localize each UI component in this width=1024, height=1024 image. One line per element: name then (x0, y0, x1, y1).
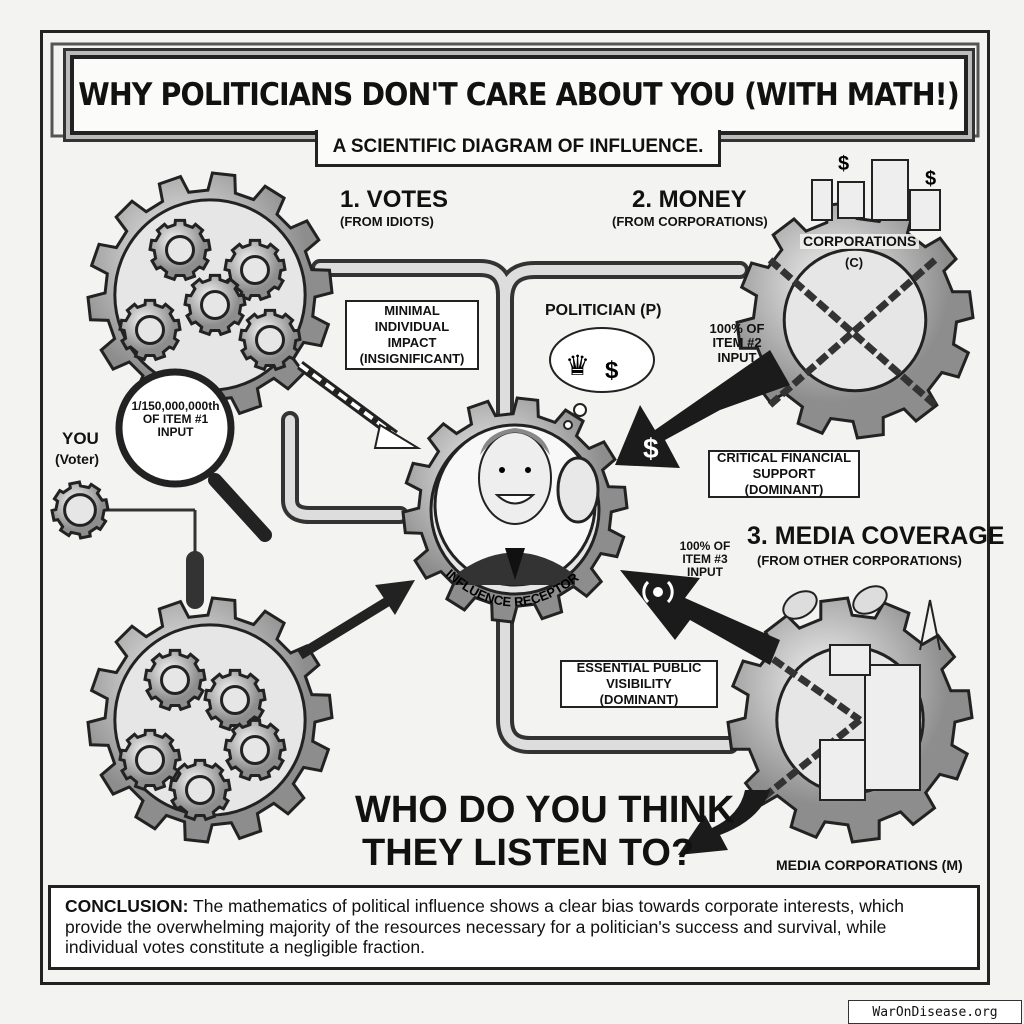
media-source: (FROM OTHER CORPORATIONS) (757, 553, 962, 568)
money-source: (FROM CORPORATIONS) (612, 214, 768, 229)
item1-input: 1/150,000,000th OF ITEM #1 INPUT (131, 399, 220, 440)
conclusion-text: The mathematics of political influence s… (65, 896, 905, 958)
arrow-votes-to-politician (297, 580, 415, 660)
dollar-icon: $ (643, 433, 659, 464)
arrow-money-to-politician: $ (615, 350, 790, 468)
votes-source: (FROM IDIOTS) (340, 214, 434, 229)
small-cog-hub-icon (240, 735, 270, 765)
politician-label: POLITICIAN (P) (545, 302, 662, 319)
dollar-icon: $ (925, 168, 936, 190)
item3-input: 100% OF ITEM #3 INPUT (679, 539, 731, 580)
small-cog-hub-icon (255, 325, 285, 355)
small-cog-hub-icon (220, 685, 250, 715)
satellite-dish-icon (782, 585, 941, 651)
pipe-highlights (285, 263, 745, 750)
small-cog-hub-icon (240, 255, 270, 285)
broadcast-icon (653, 587, 663, 597)
subtitle: A SCIENTIFIC DIAGRAM OF INFLUENCE. (315, 130, 721, 167)
minimal-impact-callout: MINIMAL INDIVIDUAL IMPACT (INSIGNIFICANT… (345, 300, 479, 370)
big-ear-icon (556, 456, 600, 524)
question-line1: WHO DO YOU THINK (355, 789, 735, 831)
media-heading: 3. MEDIA COVERAGE (747, 522, 1005, 550)
page-frame (40, 30, 990, 985)
money-bag-icon: $ (605, 357, 619, 384)
essential-visibility-callout: ESSENTIAL PUBLIC VISIBILITY (DOMINANT) (560, 660, 718, 708)
small-cog-hub-icon (135, 315, 165, 345)
votes-heading: 1. VOTES (340, 186, 449, 213)
corporations-label: CORPORATIONS (800, 233, 920, 250)
small-cog-hub-icon (135, 745, 165, 775)
dollar-icon: $ (838, 153, 849, 175)
small-cog-hub-icon (200, 290, 230, 320)
chains-icon (757, 257, 938, 803)
title-banner: WHY POLITICIANS DON'T CARE ABOUT YOU (WI… (70, 55, 968, 135)
voter-label: (Voter) (55, 451, 100, 467)
small-cog-hub-icon (160, 665, 190, 695)
conclusion-heading: CONCLUSION: (65, 896, 189, 916)
watermark: WarOnDisease.org (848, 1000, 1022, 1024)
thought-bubble: ♛ $ (549, 327, 655, 430)
politician-portrait (433, 423, 600, 587)
item2-input: 100% OF ITEM #2 INPUT (709, 321, 765, 365)
arrow-media-to-politician (620, 570, 780, 665)
conclusion-box: CONCLUSION: The mathematics of political… (48, 885, 980, 970)
magnifier-icon (115, 368, 272, 542)
small-cog-hub-icon (165, 235, 195, 265)
you-label: YOU (62, 429, 99, 448)
media-corporations-label: MEDIA CORPORATIONS (M) (776, 857, 963, 873)
critical-financial-callout: CRITICAL FINANCIAL SUPPORT (DOMINANT) (708, 450, 860, 498)
voter-gear-hub-icon (63, 493, 97, 527)
money-heading: 2. MONEY (632, 186, 747, 213)
skyscrapers-icon (811, 159, 941, 801)
arrow-question-to-media (678, 790, 770, 855)
arrow-dashed-votes (297, 360, 422, 449)
crown-icon: ♛ (565, 350, 590, 381)
corporations-sub: (C) (845, 255, 864, 270)
question-line2: THEY LISTEN TO? (362, 832, 695, 874)
page-title: WHY POLITICIANS DON'T CARE ABOUT YOU (WI… (78, 77, 961, 113)
small-cog-hub-icon (185, 775, 215, 805)
